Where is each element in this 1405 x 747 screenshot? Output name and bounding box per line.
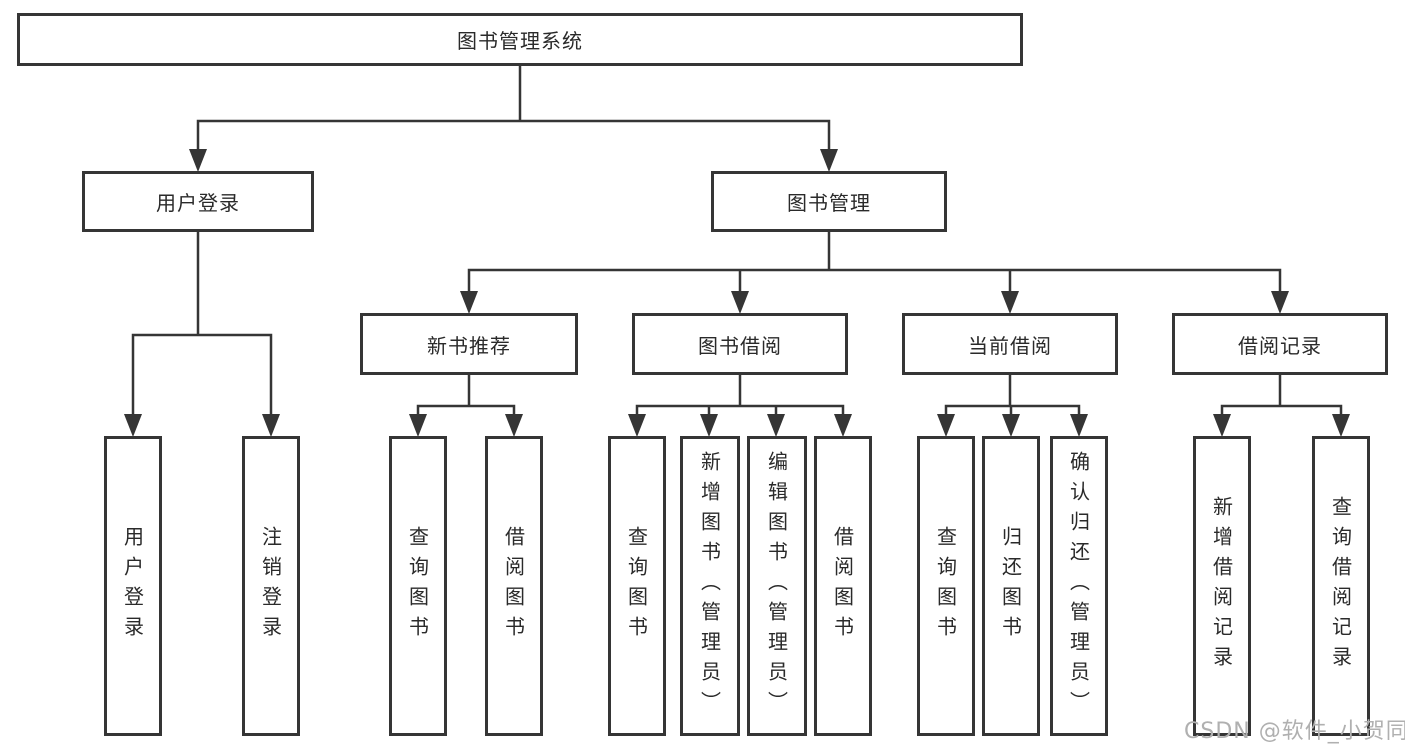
node-book-management-module: 图书管理 xyxy=(711,171,947,232)
node-leaf-edit-books-admin: 编辑图书（管理员） xyxy=(747,436,807,736)
connector-system-to-level2 xyxy=(196,66,831,150)
node-leaf-borrow-books: 借阅图书 xyxy=(485,436,543,736)
node-leaf-query-books-3: 查询图书 xyxy=(917,436,975,736)
node-book-borrowing: 图书借阅 xyxy=(632,313,848,375)
node-current-borrowing: 当前借阅 xyxy=(902,313,1118,375)
node-leaf-user-login: 用户登录 xyxy=(104,436,162,736)
node-leaf-query-books: 查询图书 xyxy=(389,436,447,736)
connector-cur-borrow-to-leaves xyxy=(944,375,1081,416)
node-leaf-query-books-2: 查询图书 xyxy=(608,436,666,736)
arrowheads xyxy=(124,149,1350,437)
node-user-login-module: 用户登录 xyxy=(82,171,314,232)
node-library-management-system: 图书管理系统 xyxy=(17,13,1023,66)
connector-book-borrow-to-leaves xyxy=(635,375,845,416)
node-leaf-borrow-books-2: 借阅图书 xyxy=(814,436,872,736)
node-leaf-add-books-admin: 新增图书（管理员） xyxy=(680,436,740,736)
connector-user-login-to-leaves xyxy=(131,232,273,415)
connector-book-mgmt-to-level3 xyxy=(467,232,1282,292)
node-leaf-add-borrow-record: 新增借阅记录 xyxy=(1193,436,1251,736)
connector-borrow-rec-to-leaves xyxy=(1220,375,1343,416)
node-leaf-query-borrow-record: 查询借阅记录 xyxy=(1312,436,1370,736)
node-leaf-return-books: 归还图书 xyxy=(982,436,1040,736)
connector-new-book-to-leaves xyxy=(416,375,516,416)
node-borrowing-records: 借阅记录 xyxy=(1172,313,1388,375)
node-leaf-confirm-return-admin: 确认归还（管理员） xyxy=(1050,436,1108,736)
node-leaf-logout: 注销登录 xyxy=(242,436,300,736)
node-new-book-recommend: 新书推荐 xyxy=(360,313,578,375)
csdn-watermark: CSDN @软件_小贺同学 xyxy=(1184,719,1405,744)
